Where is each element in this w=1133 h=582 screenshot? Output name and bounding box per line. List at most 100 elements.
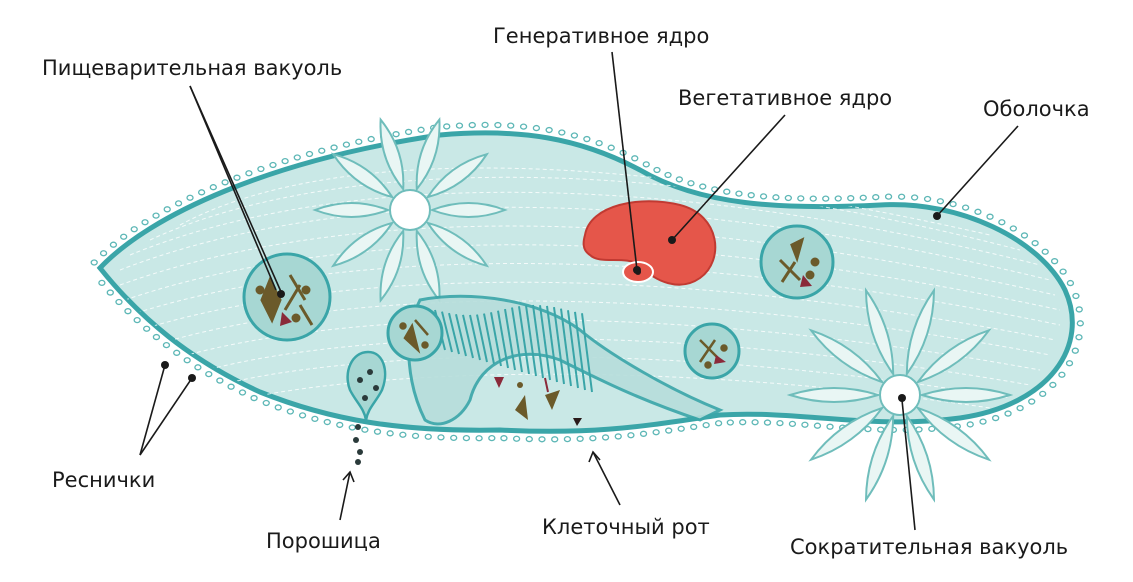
membrane-bead xyxy=(121,234,127,239)
membrane-bead xyxy=(643,162,649,167)
membrane-bead xyxy=(886,194,892,199)
membrane-bead xyxy=(246,171,252,176)
membrane-bead xyxy=(577,436,583,441)
membrane-bead xyxy=(848,196,854,201)
membrane-bead xyxy=(761,194,767,199)
membrane-bead xyxy=(1059,372,1065,377)
membrane-bead xyxy=(1060,269,1066,274)
membrane-bead xyxy=(349,425,355,430)
membrane-bead xyxy=(1021,233,1027,238)
membrane-bead xyxy=(451,435,457,440)
membrane-bead xyxy=(217,378,223,383)
membrane-bead xyxy=(125,309,131,314)
membrane-bead xyxy=(1005,411,1011,416)
membrane-bead xyxy=(641,431,647,436)
membrane-bead xyxy=(835,196,841,201)
membrane-bead xyxy=(418,127,424,132)
membrane-bead xyxy=(827,424,833,429)
membrane-bead xyxy=(1067,281,1073,286)
membrane-bead xyxy=(362,427,368,432)
membrane-bead xyxy=(456,123,462,128)
membrane-bead xyxy=(91,260,97,265)
membrane-bead xyxy=(1052,259,1058,264)
membrane-bead xyxy=(1040,391,1046,396)
membrane-bead xyxy=(1032,241,1038,246)
membrane-bead xyxy=(306,152,312,157)
membrane-bead xyxy=(559,130,565,135)
membrane-bead xyxy=(331,145,337,150)
membrane-bead xyxy=(356,139,362,144)
membrane-bead xyxy=(400,432,406,437)
membrane-bead xyxy=(608,145,614,150)
membrane-bead xyxy=(324,420,330,425)
membrane-bead xyxy=(1076,335,1082,340)
membrane-bead xyxy=(666,428,672,433)
membrane-bead xyxy=(142,220,148,225)
leader-membrane xyxy=(937,126,1018,216)
membrane-bead xyxy=(727,420,733,425)
membrane-bead xyxy=(912,195,918,200)
membrane-bead xyxy=(375,429,381,434)
membrane-bead xyxy=(153,335,159,340)
membrane-bead xyxy=(980,419,986,424)
membrane-bead xyxy=(163,343,169,348)
membrane-bead xyxy=(99,280,105,285)
membrane-bead xyxy=(571,133,577,138)
membrane-bead xyxy=(176,201,182,206)
membrane-bead xyxy=(1029,399,1035,404)
membrane-bead xyxy=(368,137,374,142)
membrane-bead xyxy=(899,194,905,199)
membrane-bead xyxy=(387,431,393,436)
membrane-bead xyxy=(777,421,783,426)
membrane-bead xyxy=(603,435,609,440)
membrane-bead xyxy=(1042,249,1048,254)
label-vegetative-nucleus: Вегетативное ядро xyxy=(678,88,892,109)
membrane-bead xyxy=(678,426,684,431)
membrane-bead xyxy=(950,202,956,207)
membrane-bead xyxy=(463,436,469,441)
digestive-vacuole-2 xyxy=(388,306,442,360)
membrane-bead xyxy=(716,421,722,426)
membrane-bead xyxy=(101,251,107,256)
membrane-bead xyxy=(1067,361,1073,366)
digestive-vacuole-1 xyxy=(244,254,330,340)
membrane-bead xyxy=(514,436,520,441)
membrane-bead xyxy=(199,190,205,195)
membrane-bead xyxy=(251,396,257,401)
membrane-bead xyxy=(765,420,771,425)
membrane-bead xyxy=(174,350,180,355)
membrane-bead xyxy=(337,422,343,427)
membrane-bead xyxy=(489,436,495,441)
membrane-bead xyxy=(270,162,276,167)
membrane-bead xyxy=(564,437,570,442)
membrane-bead xyxy=(469,123,475,128)
membrane-bead xyxy=(508,123,514,128)
membrane-bead xyxy=(319,148,325,153)
membrane-bead xyxy=(234,175,240,180)
membrane-bead xyxy=(184,358,190,363)
membrane-bead xyxy=(740,420,746,425)
membrane-bead xyxy=(300,413,306,418)
membrane-bead xyxy=(873,195,879,200)
membrane-bead xyxy=(438,435,444,440)
membrane-bead xyxy=(110,242,116,247)
membrane-bead xyxy=(967,422,973,427)
membrane-bead xyxy=(107,290,113,295)
membrane-bead xyxy=(501,436,507,441)
membrane-bead xyxy=(823,196,829,201)
membrane-bead xyxy=(665,173,671,178)
membrane-bead xyxy=(590,436,596,441)
membrane-bead xyxy=(294,155,300,160)
membrane-bead xyxy=(691,424,697,429)
membrane-bead xyxy=(937,199,943,204)
membrane-bead xyxy=(228,384,234,389)
membrane-bead xyxy=(654,168,660,173)
membrane-bead xyxy=(810,196,816,201)
membrane-bead xyxy=(632,156,638,161)
label-anal-pore: Порошица xyxy=(266,531,381,552)
membrane-bead xyxy=(925,197,931,202)
label-generative-nucleus: Генеративное ядро xyxy=(493,26,709,47)
membrane-bead xyxy=(700,184,706,189)
membrane-bead xyxy=(987,214,993,219)
